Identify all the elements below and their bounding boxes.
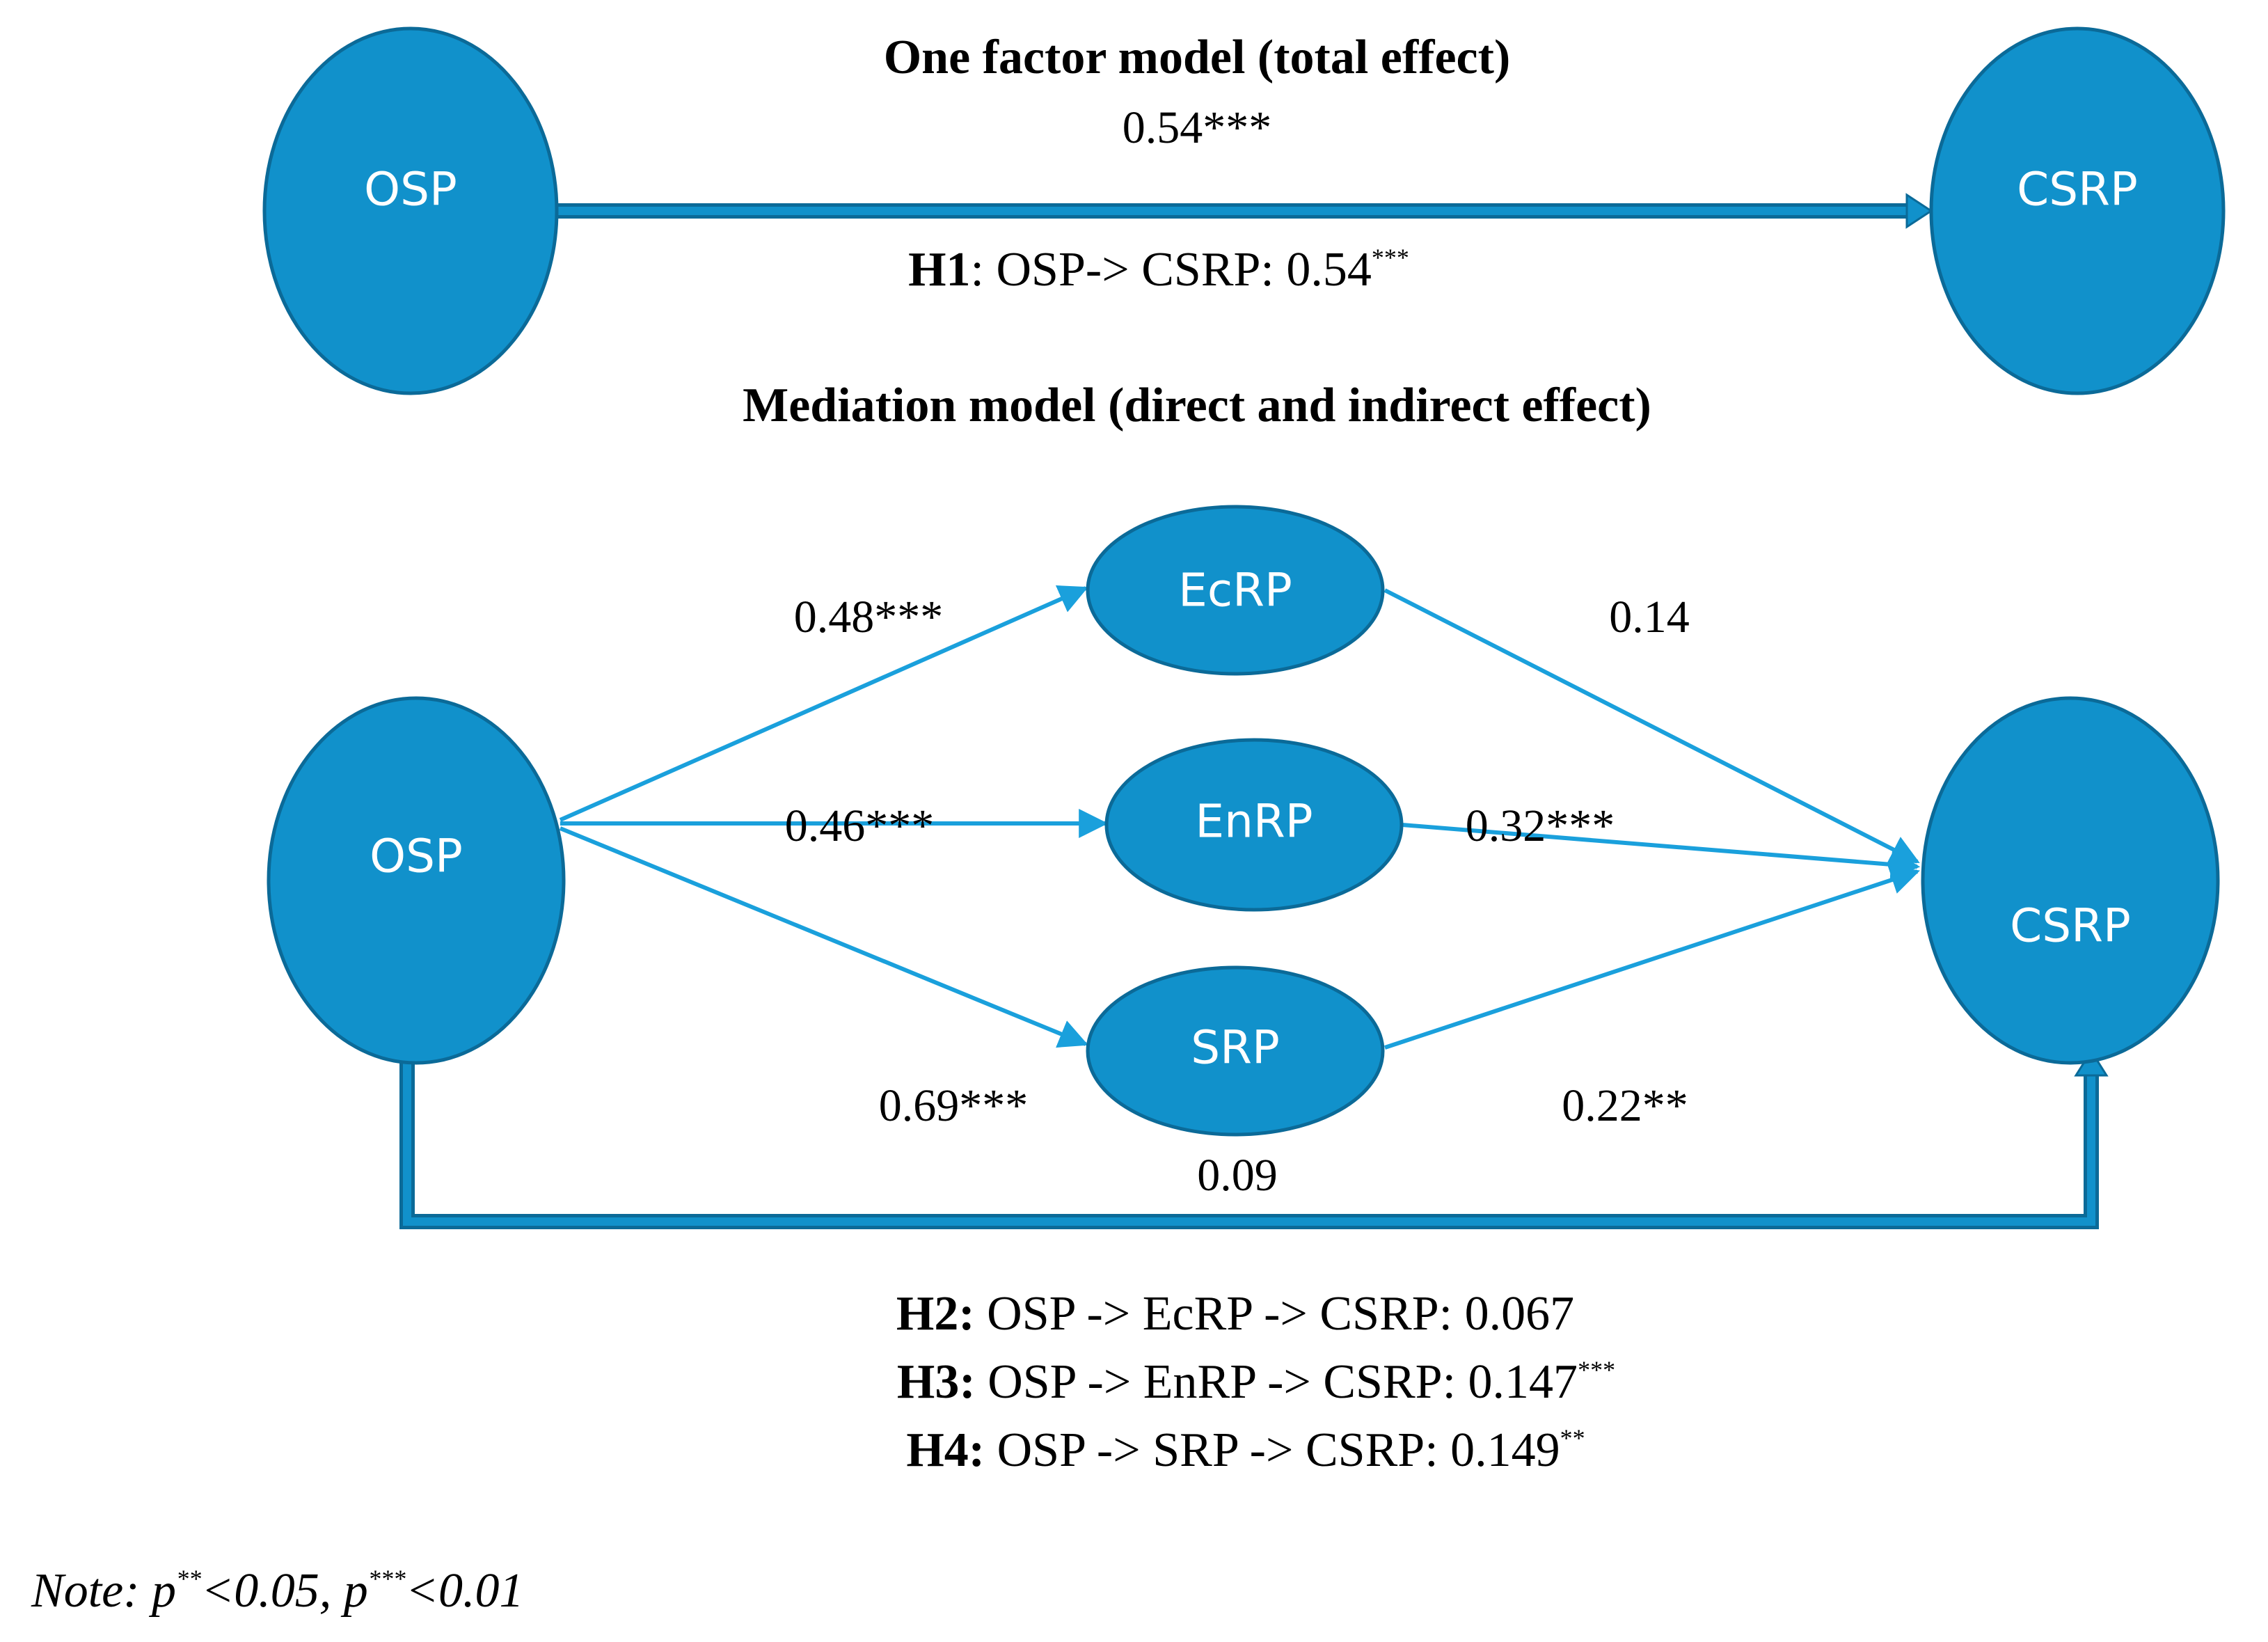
arrow-osp-ecrp — [559, 585, 1088, 822]
top-title: One factor model (total effect) — [884, 31, 1511, 84]
node-enrp: EnRP — [1104, 738, 1404, 912]
h3-label: H3: — [897, 1355, 976, 1409]
top-node-osp-label: OSP — [364, 163, 457, 216]
h4-sup: ** — [1560, 1424, 1585, 1452]
coef-ecrp-csrp: 0.14 — [1609, 592, 1690, 642]
top-coef: 0.54*** — [1123, 102, 1272, 153]
node-osp-label: OSP — [370, 830, 463, 883]
note-prefix: Note: p — [31, 1564, 176, 1618]
h3-sup: *** — [1578, 1356, 1615, 1384]
mediation-title: Mediation model (direct and indirect eff… — [743, 379, 1651, 432]
node-enrp-label: EnRP — [1195, 795, 1313, 848]
hypothesis-h2: H2: OSP -> EcRP -> CSRP: 0.067 — [896, 1287, 1574, 1341]
h2-text: OSP -> EcRP -> CSRP: 0.067 — [975, 1287, 1574, 1341]
note-suffix: <0.01 — [406, 1564, 524, 1618]
hypothesis-h3: H3: OSP -> EnRP -> CSRP: 0.147*** — [897, 1355, 1615, 1409]
top-arrow — [550, 193, 1933, 229]
h1-label: H1 — [908, 243, 970, 297]
h4-text: OSP -> SRP -> CSRP: 0.149 — [985, 1423, 1560, 1477]
note-sup1: ** — [176, 1565, 201, 1593]
coef-osp-ecrp: 0.48*** — [794, 592, 944, 642]
note-sup2: *** — [368, 1565, 406, 1593]
note-mid: <0.05, p — [201, 1564, 368, 1618]
coef-osp-srp: 0.69*** — [879, 1080, 1029, 1131]
node-srp-label: SRP — [1191, 1021, 1280, 1075]
footnote: Note: p**<0.05, p***<0.01 — [31, 1564, 524, 1618]
h3-text: OSP -> EnRP -> CSRP: 0.147 — [976, 1355, 1578, 1409]
node-ecrp: EcRP — [1086, 505, 1385, 676]
arrow-osp-srp — [559, 826, 1088, 1048]
node-csrp: CSRP — [1921, 696, 2220, 1065]
arrow-ecrp-csrp — [1383, 588, 1920, 864]
top-node-osp: OSP — [262, 26, 559, 395]
node-csrp-label: CSRP — [2010, 899, 2131, 953]
node-ecrp-label: EcRP — [1178, 564, 1292, 617]
node-osp: OSP — [267, 696, 566, 1065]
coef-enrp-csrp: 0.32*** — [1466, 800, 1615, 851]
arrow-enrp-csrp — [1402, 823, 1921, 879]
h2-label: H2: — [896, 1287, 975, 1341]
coef-direct: 0.09 — [1197, 1150, 1278, 1201]
hypothesis-h4: H4: OSP -> SRP -> CSRP: 0.149** — [906, 1423, 1585, 1477]
h1-line: H1: OSP-> CSRP: 0.54*** — [908, 243, 1409, 297]
h1-sup: *** — [1372, 244, 1409, 271]
top-node-csrp: CSRP — [1929, 26, 2226, 395]
h4-label: H4: — [906, 1423, 985, 1477]
coef-osp-enrp: 0.46*** — [785, 800, 935, 851]
node-srp: SRP — [1086, 965, 1385, 1137]
coef-srp-csrp: 0.22** — [1562, 1080, 1688, 1131]
top-node-csrp-label: CSRP — [2017, 163, 2138, 216]
h1-text: : OSP-> CSRP: 0.54 — [971, 243, 1372, 297]
arrow-srp-csrp — [1384, 865, 1920, 1050]
